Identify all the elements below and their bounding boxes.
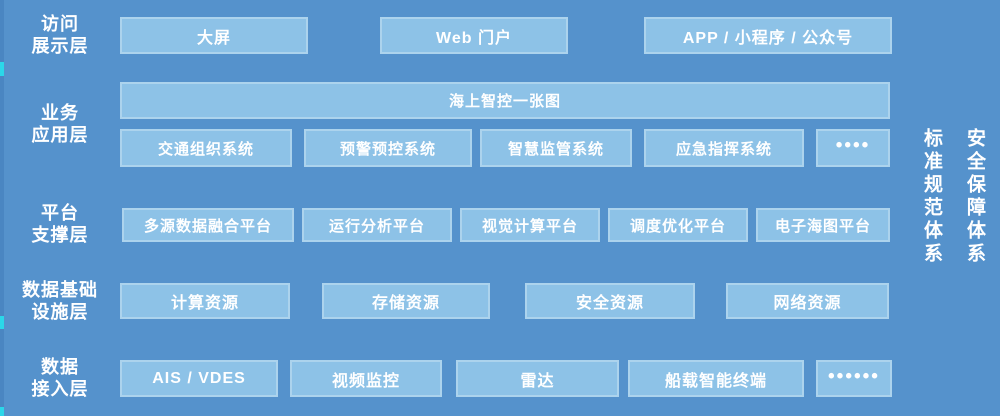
vertical-label-standard-specification-system: 标准规范体系 [921,128,942,266]
box-storage-resources: 存储资源 [322,283,490,319]
layer-label-line: 平台 [41,203,79,223]
box-maritime-smart-control-map: 海上智控一张图 [120,82,890,119]
box-network-resources: 网络资源 [726,283,889,319]
box-shipborne-smart-terminal: 船载智能终端 [628,360,804,397]
box-more-sources-dots: •••••• [816,360,892,397]
box-multi-source-data-fusion-platform: 多源数据融合平台 [122,208,294,242]
box-more-systems-dots: •••• [816,129,890,167]
layer-label-line: 设施层 [31,302,89,322]
layer-label-line: 访问 [41,14,79,34]
box-ais-vdes: AIS / VDES [120,360,278,397]
box-web-portal: Web 门户 [380,17,568,54]
box-smart-supervision-system: 智慧监管系统 [480,129,632,167]
box-operation-analysis-platform: 运行分析平台 [302,208,452,242]
box-security-resources: 安全资源 [525,283,695,319]
layer-label-line: 展示层 [31,36,89,56]
box-app-miniprogram-account: APP / 小程序 / 公众号 [644,17,892,54]
layer-label-line: 数据基础 [22,280,98,300]
box-traffic-organization-system: 交通组织系统 [120,129,292,167]
box-early-warning-control-system: 预警预控系统 [304,129,472,167]
layer-label-line: 接入层 [31,379,89,399]
layer-label-line: 数据 [41,357,79,377]
layer-label-platform-support: 平台 支撑层 [2,202,118,246]
layer-label-line: 业务 [41,103,79,123]
cyan-tick [0,316,4,329]
box-radar: 雷达 [456,360,619,397]
layer-label-line: 支撑层 [31,225,89,245]
layer-label-data-infrastructure: 数据基础 设施层 [2,279,118,323]
layer-label-access-display: 访问 展示层 [2,13,118,57]
box-computing-resources: 计算资源 [120,283,290,319]
box-visual-computing-platform: 视觉计算平台 [460,208,600,242]
box-emergency-command-system: 应急指挥系统 [644,129,804,167]
layer-label-business-application: 业务 应用层 [2,102,118,146]
cyan-tick [0,407,4,416]
layer-label-data-access: 数据 接入层 [2,356,118,400]
box-electronic-chart-platform: 电子海图平台 [756,208,890,242]
box-big-screen: 大屏 [120,17,308,54]
left-edge-strip [0,0,4,416]
cyan-tick [0,62,4,76]
vertical-label-security-assurance-system: 安全保障体系 [964,128,985,266]
box-video-surveillance: 视频监控 [290,360,442,397]
box-dispatch-optimization-platform: 调度优化平台 [608,208,748,242]
layer-label-line: 应用层 [31,125,89,145]
